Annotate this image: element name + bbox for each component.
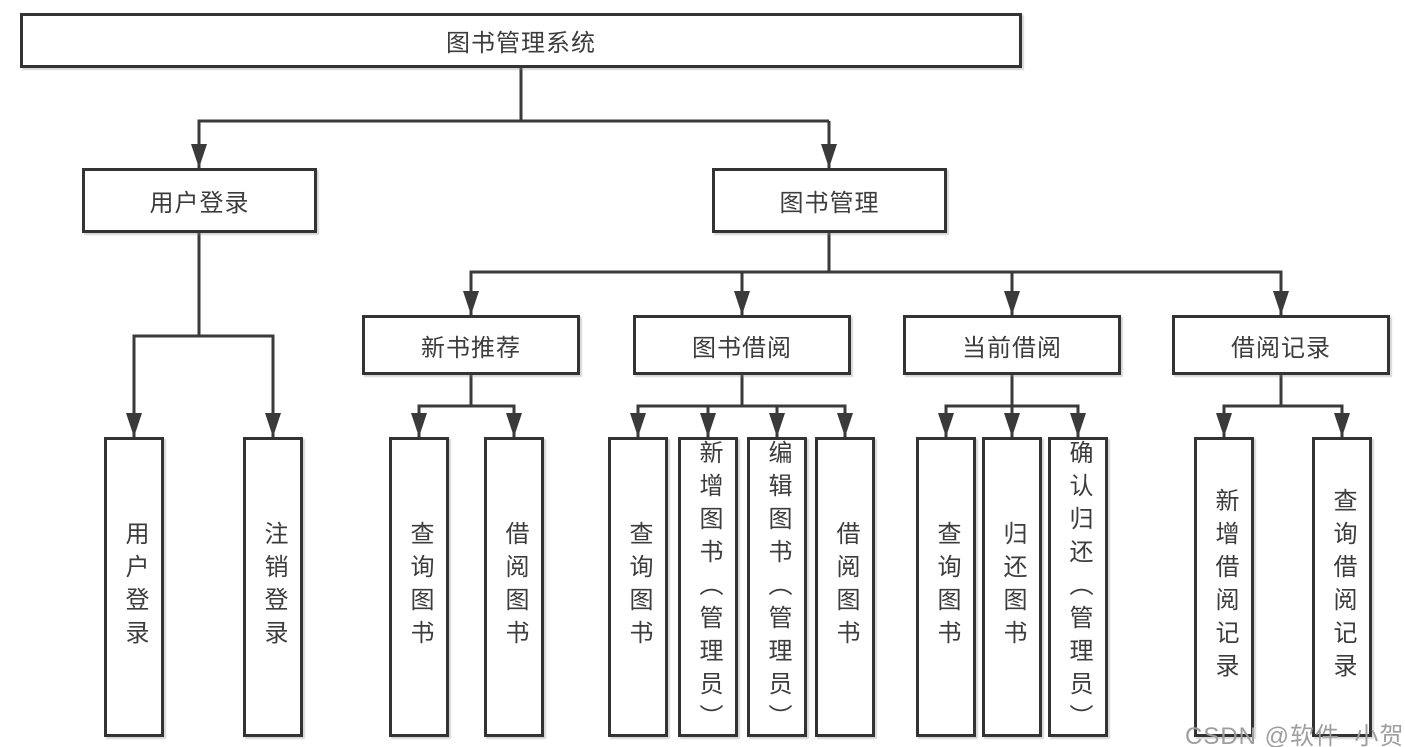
node-book-borrow: 图书借阅 (633, 315, 851, 375)
node-borrow-records: 借阅记录 (1172, 315, 1390, 375)
leaf-return-books: 归还图书 (982, 437, 1042, 737)
leaf-user-login: 用户登录 (104, 437, 164, 737)
node-user-login: 用户登录 (82, 168, 317, 233)
leaf-borrow-books-recommend: 借阅图书 (484, 437, 544, 737)
leaf-edit-books-admin: 编辑图书（管理员） (747, 437, 807, 737)
csdn-watermark: CSDN @软件_小贺同学 (1185, 723, 1405, 747)
node-current-borrow: 当前借阅 (903, 315, 1121, 375)
leaf-add-books-admin: 新增图书（管理员） (678, 437, 738, 737)
leaf-logout: 注销登录 (243, 437, 303, 737)
connector-current-to-leaves (938, 375, 1086, 437)
leaf-query-books-recommend: 查询图书 (389, 437, 449, 737)
node-book-management: 图书管理 (712, 168, 947, 233)
leaf-query-books-borrow: 查询图书 (608, 437, 668, 737)
connector-userlogin-to-leaves (126, 233, 281, 437)
connector-root-to-level2 (191, 68, 837, 168)
leaf-confirm-return-admin: 确认归还（管理员） (1048, 437, 1108, 737)
connector-borrow-to-leaves (630, 375, 853, 437)
connector-bookmgmt-to-level3 (463, 233, 1289, 315)
leaf-borrow-books: 借阅图书 (815, 437, 875, 737)
node-root-system: 图书管理系统 (20, 13, 1022, 68)
connector-records-to-leaves (1216, 375, 1350, 437)
leaf-query-borrow-record: 查询借阅记录 (1312, 437, 1372, 737)
leaf-query-books-current: 查询图书 (916, 437, 976, 737)
connector-newbook-to-leaves (411, 375, 522, 437)
leaf-add-borrow-record: 新增借阅记录 (1194, 437, 1254, 737)
node-new-book-recommend: 新书推荐 (362, 315, 580, 375)
